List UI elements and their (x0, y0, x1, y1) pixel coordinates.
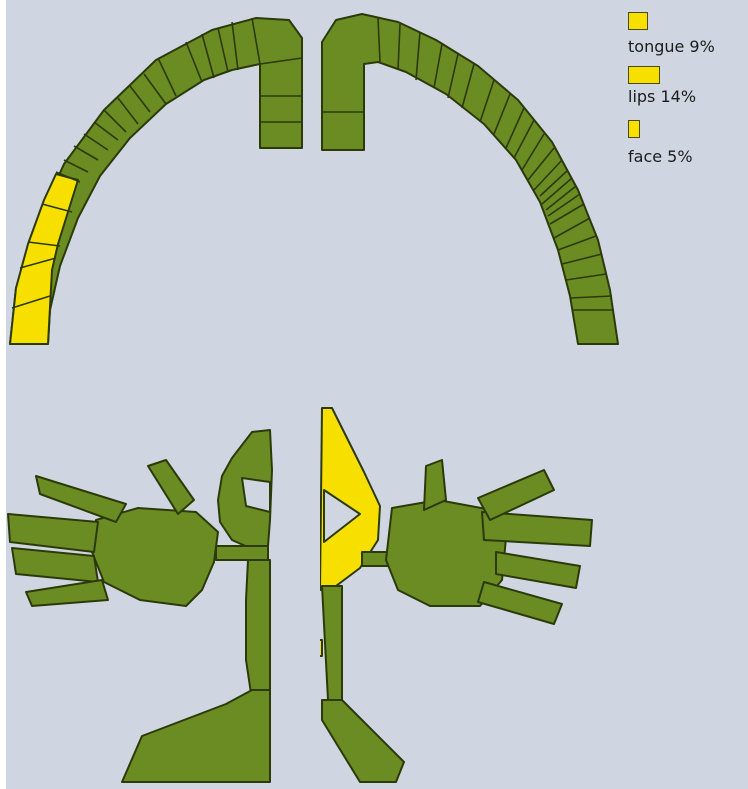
legend-item-lips: lips 14% (628, 66, 660, 88)
legend-swatch-lips (628, 66, 660, 84)
right-finger-2 (496, 552, 580, 588)
right-finger-4 (478, 470, 554, 520)
right-body (316, 408, 592, 782)
homunculus-figure: tongue 9% lips 14% face 5% (6, 0, 748, 789)
left-leg (122, 690, 270, 782)
left-finger-4 (36, 476, 126, 522)
legend-item-tongue: tongue 9% (628, 12, 648, 34)
center-gap (302, 404, 320, 789)
left-finger-1 (8, 514, 98, 552)
right-torso (322, 586, 342, 700)
left-arc (10, 18, 302, 344)
legend-item-face: face 5% (628, 120, 640, 142)
left-thumb (148, 460, 194, 514)
legend-label-tongue: tongue 9% (628, 38, 715, 56)
right-arc (322, 14, 618, 344)
homunculus-svg (6, 0, 748, 789)
left-finger-3 (26, 580, 108, 606)
right-leg (322, 700, 404, 782)
left-palm (92, 508, 218, 606)
left-finger-2 (12, 548, 98, 582)
left-body (8, 430, 272, 782)
legend-swatch-tongue (628, 12, 648, 30)
legend-label-face: face 5% (628, 148, 693, 166)
legend-swatch-face (628, 120, 640, 138)
left-mouth-gap (242, 478, 270, 512)
right-arc-band (322, 14, 618, 344)
legend-label-lips: lips 14% (628, 88, 696, 106)
right-finger-3 (478, 582, 562, 624)
left-arc-active-segments (10, 174, 78, 344)
left-arm (216, 546, 268, 560)
right-thumb (424, 460, 446, 510)
